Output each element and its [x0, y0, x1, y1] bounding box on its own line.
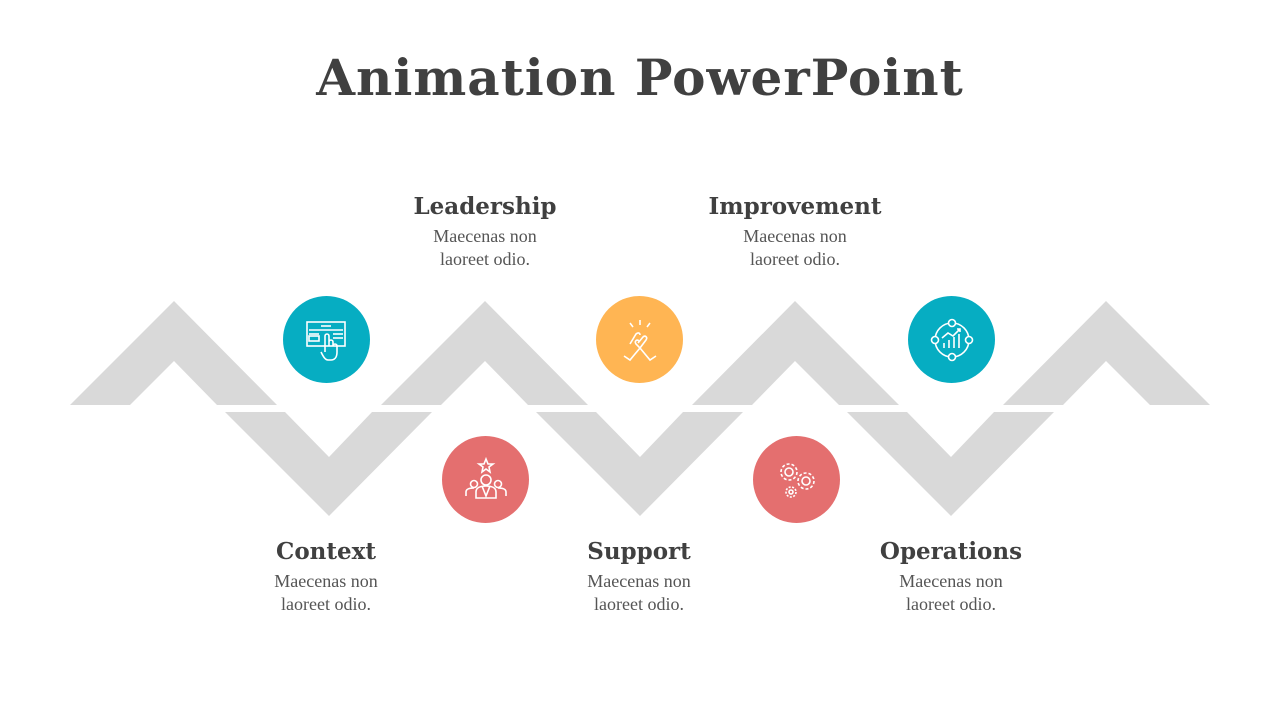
- up-chevron: [1003, 301, 1210, 405]
- team-leader-icon: [464, 456, 507, 499]
- up-chevron: [70, 301, 277, 405]
- down-chevron: [847, 412, 1054, 516]
- slide-title: Animation PowerPoint: [316, 48, 964, 107]
- growth-cycle-icon: [930, 318, 973, 361]
- step-text: Maecenas non laoreet odio.: [899, 571, 1003, 614]
- gears-icon: [779, 462, 815, 498]
- step-title: Operations: [879, 538, 1023, 565]
- step-operations: Operations Maecenas non laoreet odio.: [841, 538, 1061, 616]
- step-title: Support: [587, 538, 691, 565]
- step-improvement: Improvement Maecenas non laoreet odio.: [685, 193, 905, 271]
- down-chevron: [225, 412, 432, 516]
- operations-icon-circle: [908, 296, 995, 383]
- down-chevron: [536, 412, 743, 516]
- leadership-icon-circle: [442, 436, 529, 523]
- step-leadership: Leadership Maecenas non laoreet odio.: [374, 193, 596, 271]
- up-chevron: [381, 301, 588, 405]
- step-context: Context Maecenas non laoreet odio.: [216, 538, 436, 616]
- step-text: Maecenas non laoreet odio.: [743, 226, 847, 269]
- up-chevron: [692, 301, 899, 405]
- step-support: Support Maecenas non laoreet odio.: [529, 538, 749, 616]
- step-text: Maecenas non laoreet odio.: [587, 571, 691, 614]
- step-title: Improvement: [708, 193, 882, 220]
- touch-screen-icon: [305, 320, 346, 361]
- step-title: Leadership: [413, 193, 557, 220]
- step-title: Context: [276, 538, 376, 565]
- improvement-icon-circle: [753, 436, 840, 523]
- context-icon-circle: [283, 296, 370, 383]
- step-text: Maecenas non laoreet odio.: [433, 226, 537, 269]
- support-icon-circle: [596, 296, 683, 383]
- handshake-icon: [623, 319, 656, 361]
- step-text: Maecenas non laoreet odio.: [274, 571, 378, 614]
